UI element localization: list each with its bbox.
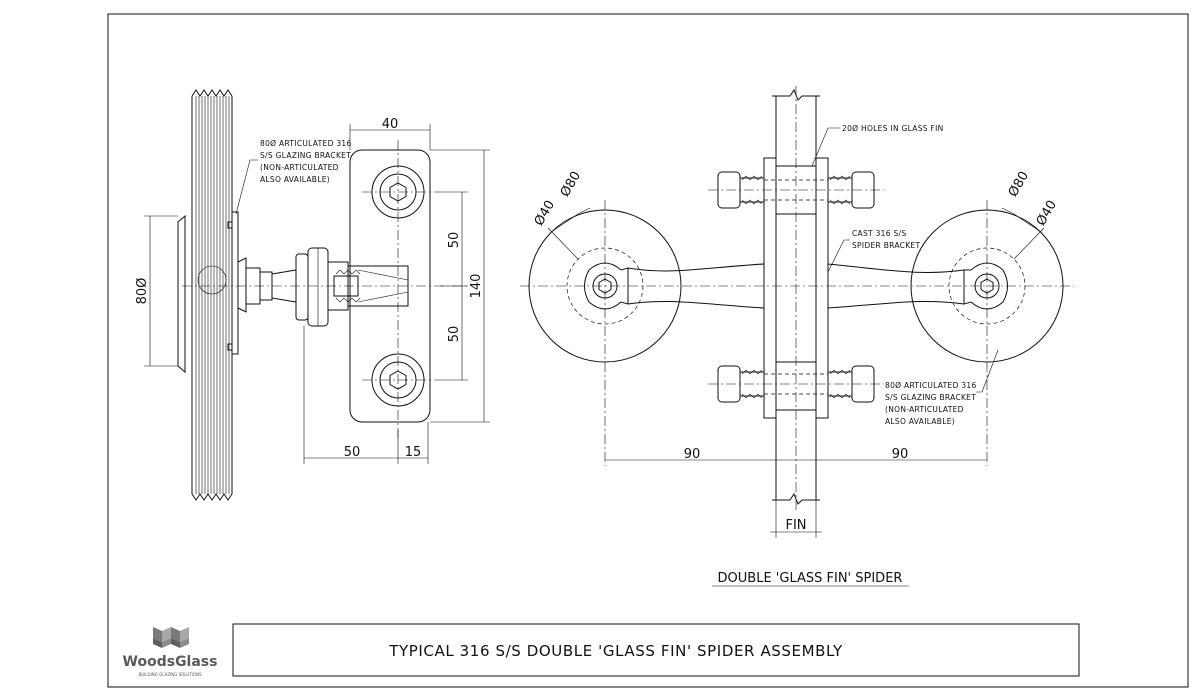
logo-mark-icon (153, 627, 189, 648)
note-line: 80Ø ARTICULATED 316 (885, 381, 977, 390)
note-line: S/S GLAZING BRACKET (260, 151, 351, 160)
dim-bracket-dia: 80Ø (135, 278, 150, 305)
side-bracket-note: 80Ø ARTICULATED 316 S/S GLAZING BRACKET … (235, 139, 352, 215)
front-view: 90 90 FIN Ø80 Ø40 Ø80 Ø40 20Ø HOLES IN G… (520, 86, 1074, 587)
note-line: 80Ø ARTICULATED 316 (260, 139, 352, 148)
bolt-assembly-side (245, 247, 409, 327)
front-dimensions: 90 90 FIN Ø80 Ø40 Ø80 Ø40 (532, 169, 1060, 538)
note-line: ALSO AVAILABLE) (260, 175, 330, 184)
dim-height-total: 140 (469, 274, 484, 299)
dim-upper-pitch: 50 (447, 232, 462, 249)
dim-right-outer-dia: Ø80 (1006, 169, 1032, 200)
dim-fin: FIN (785, 518, 806, 533)
dim-bottom-left: 50 (344, 445, 361, 460)
front-notes: 20Ø HOLES IN GLASS FIN CAST 316 S/S SPID… (811, 124, 999, 426)
dim-left-inner-dia: Ø40 (532, 198, 558, 229)
dim-width-top: 40 (382, 117, 399, 132)
dim-left-outer-dia: Ø80 (558, 169, 584, 200)
note-line: S/S GLAZING BRACKET (885, 393, 976, 402)
dim-bottom-right: 15 (405, 445, 422, 460)
note-line: ALSO AVAILABLE) (885, 417, 955, 426)
side-view: 40 50 50 140 80Ø 50 15 (135, 89, 490, 501)
drawing-title: TYPICAL 316 S/S DOUBLE 'GLASS FIN' SPIDE… (388, 642, 843, 660)
woodsglass-logo: WoodsGlass BUILDING GLAZING SOLUTIONS (123, 627, 218, 677)
side-dimensions: 40 50 50 140 80Ø 50 15 (135, 117, 490, 464)
view-caption: DOUBLE 'GLASS FIN' SPIDER (718, 571, 903, 586)
note-spider-line: SPIDER BRACKET (852, 241, 920, 250)
dim-right-span: 90 (892, 447, 909, 462)
glazing-bracket-side (177, 211, 247, 374)
dim-right-inner-dia: Ø40 (1034, 198, 1060, 229)
glass-panel (191, 89, 233, 501)
dim-lower-pitch: 50 (447, 326, 462, 343)
note-holes: 20Ø HOLES IN GLASS FIN (842, 124, 944, 133)
note-spider-line: CAST 316 S/S (852, 229, 906, 238)
logo-brand: WoodsGlass (123, 654, 218, 670)
note-line: (NON-ARTICULATED (885, 405, 964, 414)
drawing-border (107, 13, 1189, 688)
title-box (232, 623, 1080, 677)
logo-tagline: BUILDING GLAZING SOLUTIONS (138, 672, 202, 677)
note-line: (NON-ARTICULATED (260, 163, 339, 172)
dim-left-span: 90 (684, 447, 701, 462)
